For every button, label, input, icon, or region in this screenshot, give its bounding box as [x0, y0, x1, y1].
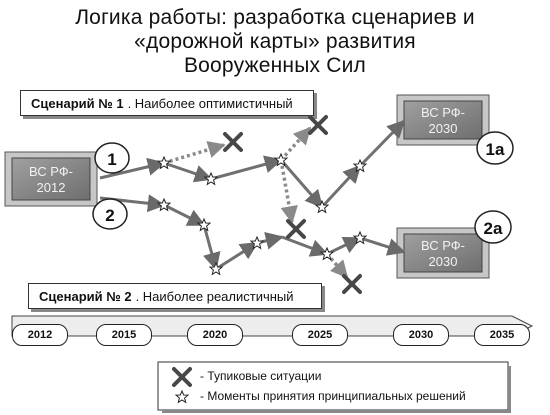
- target-node-2a: ВС РФ- 2030: [396, 227, 490, 279]
- decision-star-icon: [320, 247, 334, 260]
- dead-end-cross-icon: [342, 274, 362, 294]
- legend: [157, 361, 511, 413]
- path-2-arrows: [99, 194, 406, 271]
- dead-end-cross-icon: [286, 219, 306, 239]
- timeline-year: 2015: [96, 324, 152, 346]
- path-number-1: 1: [107, 150, 116, 169]
- decision-star-icon: [157, 156, 171, 169]
- title-line-1: Логика работы: разработка сценариев и: [75, 6, 475, 29]
- timeline-year: 2012: [12, 324, 68, 346]
- timeline-year: 2020: [187, 324, 243, 346]
- legend-decision-text: - Моменты принятия принципиальных решени…: [200, 389, 466, 403]
- scenario-1-number: Сценарий № 1: [31, 95, 124, 111]
- scenario-1-text: . Наиболее оптимистичный: [127, 95, 293, 111]
- target-node-1a: ВС РФ- 2030: [396, 94, 490, 146]
- target-1a-line-1: ВС РФ-: [421, 105, 465, 120]
- timeline-year: 2035: [474, 324, 530, 346]
- title-line-3: Вооруженных Сил: [183, 54, 367, 77]
- dead-end-cross-icon: [223, 132, 243, 152]
- legend-deadend-text: - Тупиковые ситуации: [200, 369, 322, 383]
- timeline-year: 2030: [393, 324, 449, 346]
- target-2a-line-1: ВС РФ-: [421, 238, 465, 253]
- target-label-circle-2a: 2а: [474, 210, 512, 244]
- path-number-2: 2: [105, 206, 114, 225]
- path-number-circle-2: 2: [92, 198, 128, 230]
- scenario-2-label: Сценарий № 2. Наиболее реалистичный: [28, 283, 322, 309]
- target-label-circle-1a: 1а: [476, 131, 514, 165]
- target-label-2a: 2а: [484, 219, 503, 238]
- scenario-2-number: Сценарий № 2: [39, 288, 132, 304]
- start-node: ВС РФ- 2012: [4, 151, 98, 207]
- scenario-2-text: . Наиболее реалистичный: [135, 288, 294, 304]
- target-1a-line-2: 2030: [429, 121, 458, 136]
- title-line-2: «дорожной карты» развития: [134, 30, 416, 53]
- path-number-circle-1: 1: [94, 142, 130, 174]
- target-label-1a: 1а: [486, 140, 505, 159]
- scenario-1-label: Сценарий № 1. Наиболее оптимистичный: [20, 90, 314, 116]
- start-node-line-2: 2012: [37, 180, 66, 195]
- path-1-arrows: [99, 119, 406, 209]
- path-2-dotted: [325, 252, 349, 279]
- dead-end-crosses: [223, 115, 362, 294]
- dead-end-cross-icon: [308, 115, 328, 135]
- path-1-dotted: [163, 126, 312, 224]
- target-2a-line-2: 2030: [429, 254, 458, 269]
- timeline-arrow: [11, 315, 534, 337]
- timeline-year: 2025: [292, 324, 348, 346]
- start-node-line-1: ВС РФ-: [29, 164, 73, 179]
- decision-star-icon: [204, 172, 218, 185]
